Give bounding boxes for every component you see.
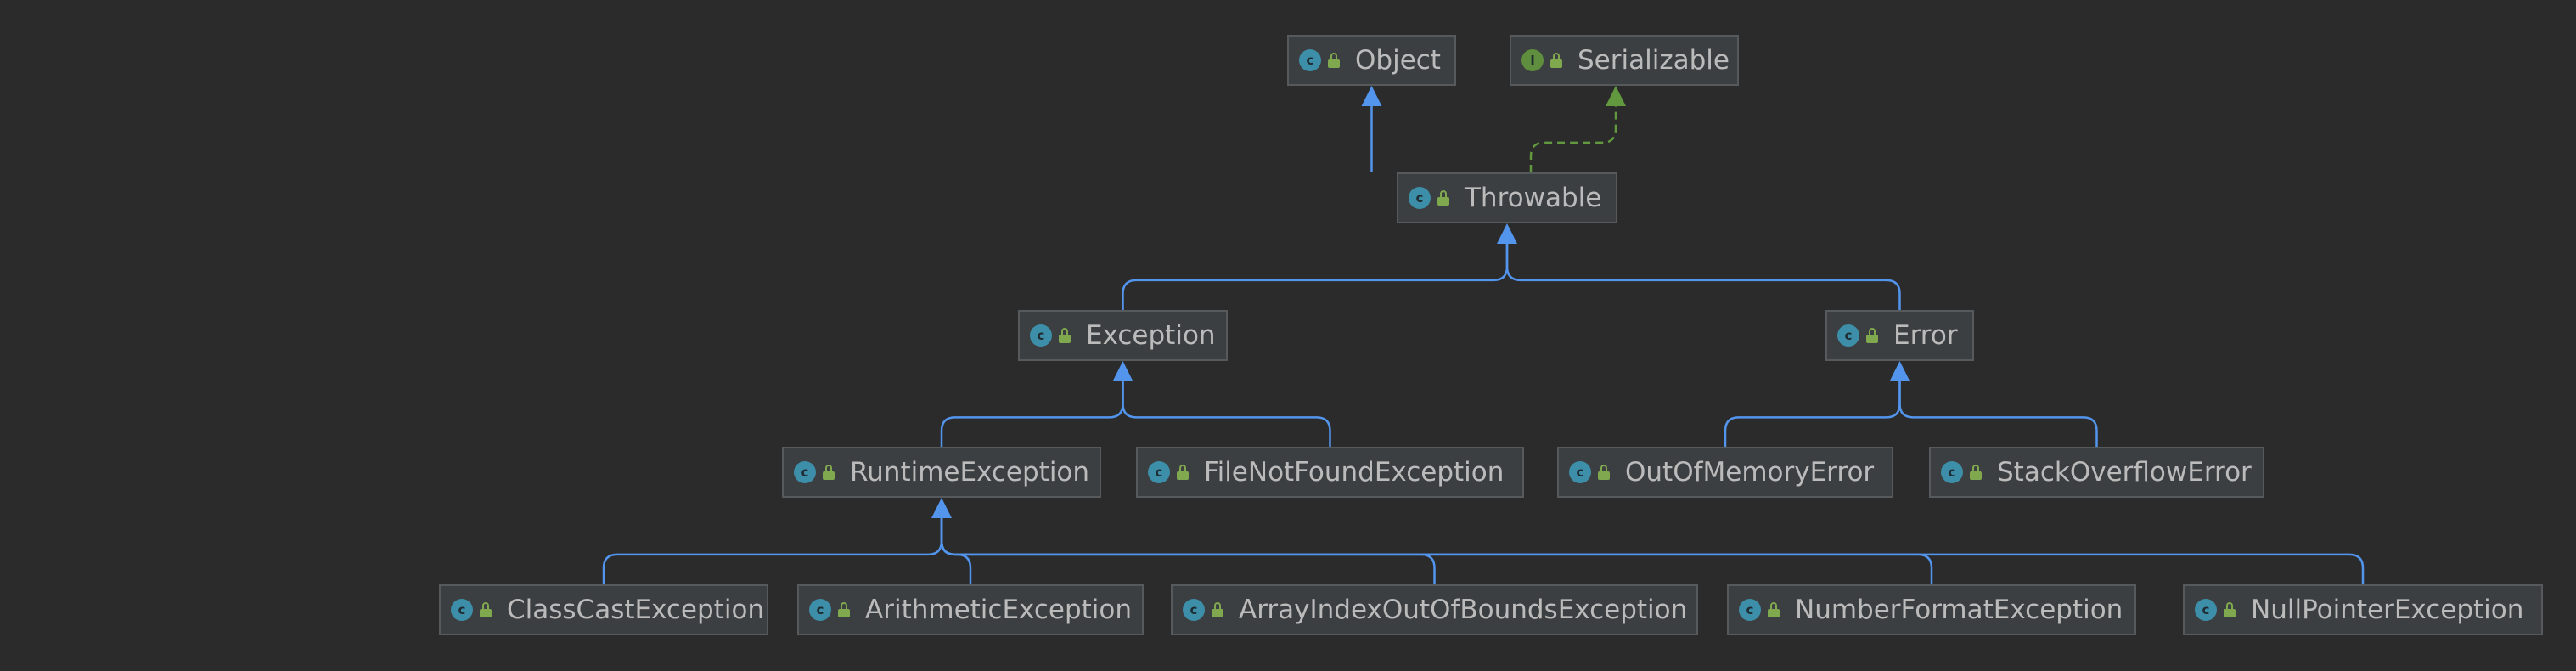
- node-number-format-exception[interactable]: c NumberFormatException: [1727, 584, 2136, 635]
- node-label: ArithmeticException: [865, 595, 1133, 625]
- edge-exception-to-throwable: [1122, 244, 1509, 310]
- node-label: FileNotFoundException: [1204, 457, 1505, 488]
- node-stack-overflow-error[interactable]: c StackOverflowError: [1929, 447, 2264, 498]
- node-error[interactable]: c Error: [1825, 310, 1974, 361]
- node-runtime-exception[interactable]: c RuntimeException: [782, 447, 1101, 498]
- edge-error-to-throwable: [1505, 244, 1901, 310]
- class-icon: c: [1941, 461, 1963, 483]
- node-exception[interactable]: c Exception: [1018, 310, 1228, 361]
- node-label: Throwable: [1465, 183, 1602, 213]
- public-lock-icon: [838, 602, 850, 617]
- public-lock-icon: [1059, 328, 1071, 343]
- public-lock-icon: [1437, 190, 1449, 206]
- edge-null-pointer-exception-to-runtime-exception: [940, 518, 2365, 584]
- class-icon: c: [809, 599, 831, 621]
- public-lock-icon: [480, 602, 492, 617]
- public-lock-icon: [1598, 465, 1610, 480]
- edge-class-cast-exception-to-runtime-exception: [602, 518, 943, 584]
- class-icon: c: [794, 461, 816, 483]
- class-icon: c: [451, 599, 473, 621]
- node-label: RuntimeException: [850, 457, 1090, 488]
- public-lock-icon: [1970, 465, 1982, 480]
- class-icon: c: [1837, 324, 1859, 347]
- arrowhead-to-runtime-exception: [931, 498, 952, 518]
- public-lock-icon: [1768, 602, 1780, 617]
- node-label: Error: [1893, 320, 1958, 351]
- public-lock-icon: [1177, 465, 1189, 480]
- edge-number-format-exception-to-runtime-exception: [940, 518, 1933, 584]
- node-arithmetic-exception[interactable]: c ArithmeticException: [797, 584, 1144, 635]
- edge-file-not-found-exception-to-exception: [1122, 381, 1331, 447]
- node-label: NumberFormatException: [1795, 595, 2123, 625]
- node-throwable[interactable]: c Throwable: [1397, 172, 1617, 223]
- public-lock-icon: [823, 465, 835, 480]
- node-label: Serializable: [1578, 45, 1730, 76]
- node-label: NullPointerException: [2251, 595, 2524, 625]
- class-icon: c: [1299, 49, 1321, 71]
- node-label: ClassCastException: [507, 595, 765, 625]
- edge-throwable-to-serializable: [1529, 106, 1617, 172]
- node-label: StackOverflowError: [1997, 457, 2252, 488]
- public-lock-icon: [1328, 53, 1340, 68]
- interface-icon: I: [1521, 49, 1544, 71]
- edge-stack-overflow-error-to-error: [1898, 381, 2098, 447]
- arrowhead-to-exception: [1112, 361, 1133, 381]
- class-icon: c: [1569, 461, 1591, 483]
- node-array-index-out-of-bounds-exception[interactable]: c ArrayIndexOutOfBoundsException: [1171, 584, 1698, 635]
- node-null-pointer-exception[interactable]: c NullPointerException: [2183, 584, 2543, 635]
- node-out-of-memory-error[interactable]: c OutOfMemoryError: [1557, 447, 1893, 498]
- arrowhead-to-throwable: [1497, 223, 1517, 244]
- class-icon: c: [1148, 461, 1170, 483]
- arrowhead-to-object: [1361, 86, 1382, 106]
- node-label: ArrayIndexOutOfBoundsException: [1239, 595, 1688, 625]
- node-object[interactable]: c Object: [1287, 35, 1456, 86]
- class-icon: c: [1183, 599, 1205, 621]
- edge-out-of-memory-error-to-error: [1724, 381, 1901, 447]
- node-label: Object: [1355, 45, 1441, 76]
- edge-arithmetic-exception-to-runtime-exception: [940, 518, 972, 584]
- node-serializable[interactable]: I Serializable: [1510, 35, 1739, 86]
- node-class-cast-exception[interactable]: c ClassCastException: [439, 584, 768, 635]
- class-icon: c: [1409, 187, 1431, 209]
- node-label: OutOfMemoryError: [1625, 457, 1875, 488]
- arrowhead-to-error: [1889, 361, 1910, 381]
- class-icon: c: [2195, 599, 2217, 621]
- edge-array-index-out-of-bounds-exception-to-runtime-exception: [940, 518, 1436, 584]
- class-icon: c: [1739, 599, 1761, 621]
- public-lock-icon: [1550, 53, 1562, 68]
- public-lock-icon: [2224, 602, 2236, 617]
- node-file-not-found-exception[interactable]: c FileNotFoundException: [1136, 447, 1524, 498]
- arrowhead-to-serializable: [1606, 86, 1626, 106]
- public-lock-icon: [1866, 328, 1878, 343]
- node-label: Exception: [1086, 320, 1216, 351]
- public-lock-icon: [1212, 602, 1223, 617]
- class-icon: c: [1030, 324, 1052, 347]
- edge-runtime-exception-to-exception: [940, 381, 1124, 447]
